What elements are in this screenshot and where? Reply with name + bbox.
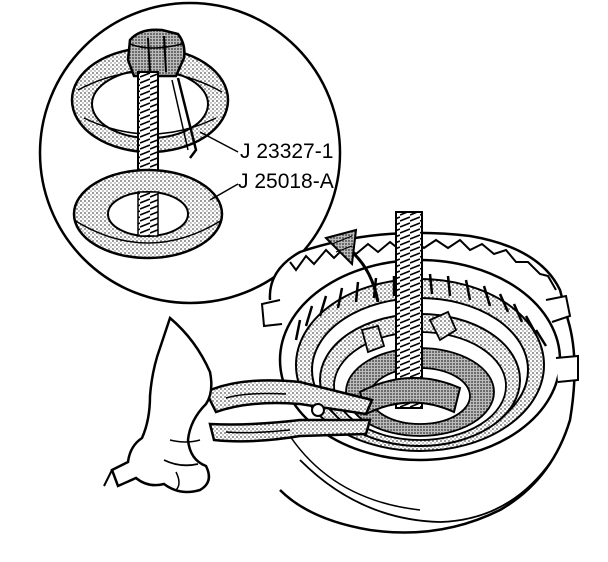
hand xyxy=(103,315,213,494)
compressor-lower-ring xyxy=(72,168,224,260)
compressor-top-cap xyxy=(126,28,186,78)
tool-label-j23327-1: J 23327-1 xyxy=(240,140,334,163)
tool-label-j25018-a: J 25018-A xyxy=(238,170,334,193)
callout-leaders xyxy=(199,131,239,201)
spring-retainer xyxy=(358,310,462,416)
removal-direction-arrow xyxy=(324,228,380,303)
snap-ring-pliers xyxy=(204,379,374,443)
compressor-threaded-rod xyxy=(395,211,423,409)
